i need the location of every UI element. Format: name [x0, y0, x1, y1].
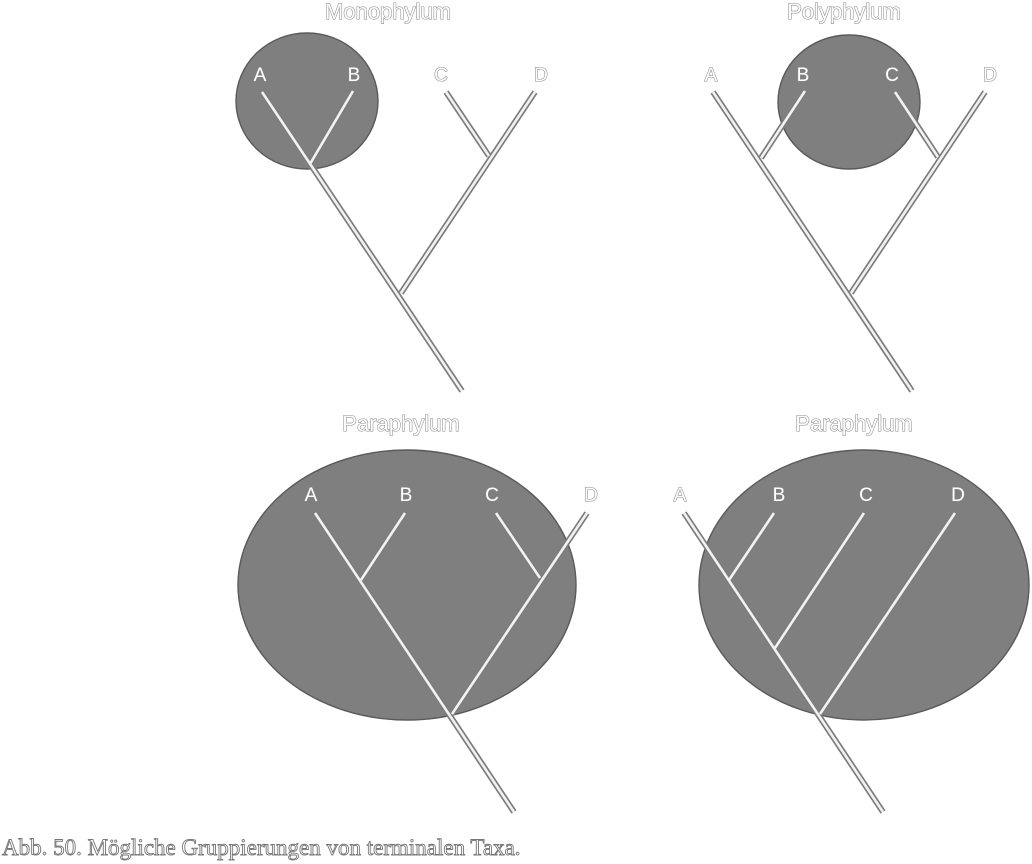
branch: [727, 512, 776, 581]
taxon-label-b: B: [773, 485, 786, 506]
branch: [711, 91, 914, 392]
panel-monophylum: Monophylum A B C D: [235, 0, 548, 393]
branch: [359, 512, 407, 581]
taxon-label-d: D: [983, 65, 997, 86]
taxon-label-b: B: [348, 65, 361, 86]
branch: [260, 91, 464, 392]
panel-title: Paraphylum: [342, 411, 459, 436]
taxon-label-d: D: [584, 485, 598, 506]
taxon-label-d: D: [534, 65, 548, 86]
panel-paraphylum-left: Paraphylum A B C D: [237, 410, 598, 814]
branch: [450, 512, 589, 715]
figure-caption: Abb. 50. Mögliche Gruppierungen von term…: [2, 835, 521, 861]
branch: [773, 512, 866, 649]
taxon-label-d: D: [951, 485, 965, 506]
branch: [494, 512, 542, 579]
taxon-label-c: C: [485, 485, 499, 506]
group-ellipse: [698, 449, 1030, 721]
panel-title: Polyphylum: [787, 0, 901, 24]
branch: [444, 91, 491, 157]
cladogram-tree: [259, 89, 538, 393]
branch: [682, 512, 885, 813]
panel-title: Paraphylum: [795, 411, 912, 436]
taxon-label-c: C: [885, 65, 899, 86]
branch: [849, 91, 987, 294]
branch: [313, 512, 516, 813]
taxon-label-a: A: [705, 65, 718, 86]
branch: [308, 90, 355, 165]
taxon-label-c: C: [859, 485, 873, 506]
taxon-label-b: B: [797, 65, 810, 86]
group-ellipse: [235, 32, 379, 170]
taxon-label-a: A: [254, 65, 267, 86]
branch: [893, 91, 940, 158]
taxon-label-a: A: [305, 485, 318, 506]
cladogram-tree: [312, 511, 590, 814]
branch: [399, 91, 537, 294]
panel-polyphylum: Polyphylum A B C D: [704, 0, 997, 393]
taxon-label-a: A: [674, 485, 687, 506]
cladogram-tree: [710, 89, 988, 393]
taxon-label-c: C: [434, 65, 448, 86]
panel-title: Monophylum: [325, 0, 451, 24]
branch: [759, 90, 807, 159]
taxon-label-b: B: [400, 485, 413, 506]
branch: [818, 512, 957, 715]
group-ellipse: [777, 34, 921, 170]
cladogram-tree: [681, 511, 958, 814]
panel-paraphylum-right: Paraphylum A B C D: [673, 410, 1030, 814]
